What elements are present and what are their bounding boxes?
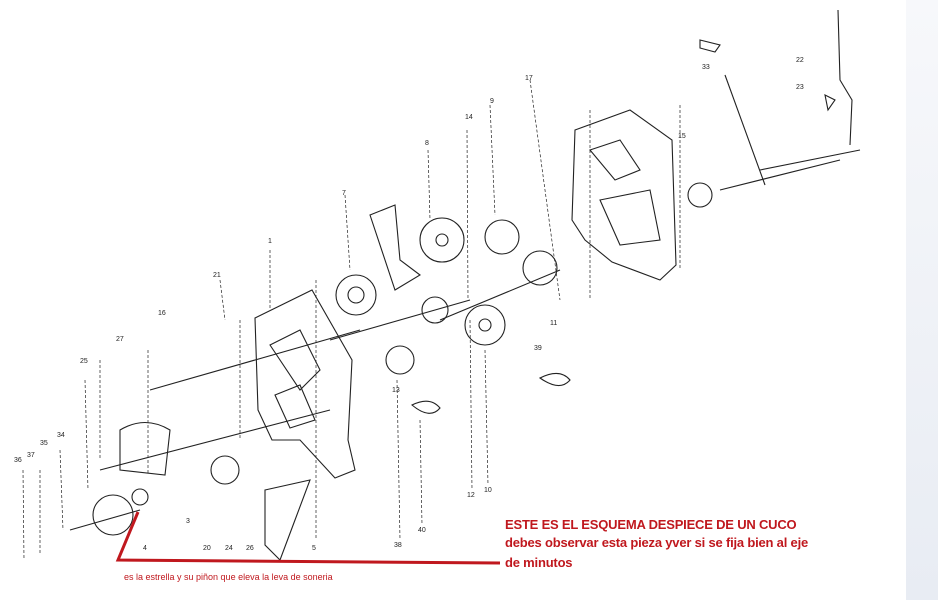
part-number-14: 14 bbox=[465, 114, 473, 121]
part-number-21: 21 bbox=[213, 272, 221, 279]
part-number-11: 11 bbox=[550, 320, 558, 327]
part-number-7: 7 bbox=[342, 190, 346, 197]
part-number-23: 23 bbox=[796, 84, 804, 91]
part-number-4: 4 bbox=[143, 545, 147, 552]
part-number-26: 26 bbox=[246, 545, 254, 552]
cam-4 bbox=[92, 494, 134, 536]
part-number-8: 8 bbox=[425, 140, 429, 147]
part-number-37: 37 bbox=[27, 452, 35, 459]
part-number-1: 1 bbox=[268, 238, 272, 245]
part-number-33: 33 bbox=[702, 64, 710, 71]
part-number-20: 20 bbox=[203, 545, 211, 552]
part-number-9: 9 bbox=[490, 98, 494, 105]
part-number-39: 39 bbox=[534, 345, 542, 352]
gear-12 bbox=[464, 304, 506, 346]
part-number-15: 15 bbox=[678, 133, 686, 140]
pointer-line bbox=[115, 511, 501, 565]
part-number-24: 24 bbox=[225, 545, 233, 552]
part-number-34: 34 bbox=[57, 432, 65, 439]
part-number-40: 40 bbox=[418, 527, 426, 534]
callout-line-1: debes observar esta pieza yver si se fij… bbox=[505, 535, 809, 550]
callout-note: es la estrella y su piñon que eleva la l… bbox=[124, 572, 333, 582]
part-number-13: 13 bbox=[392, 387, 400, 394]
part-number-5: 5 bbox=[312, 545, 316, 552]
part-number-38: 38 bbox=[394, 542, 402, 549]
gear-39 bbox=[385, 345, 415, 375]
gear-13 bbox=[421, 296, 449, 324]
part-number-17: 17 bbox=[525, 75, 533, 82]
gear-24 bbox=[210, 455, 240, 485]
callout-title: ESTE ES EL ESQUEMA DESPIECE DE UN CUCO bbox=[505, 517, 797, 532]
part-number-25: 25 bbox=[80, 358, 88, 365]
part-number-16: 16 bbox=[158, 310, 166, 317]
pendulum-rod bbox=[837, 9, 853, 146]
part-number-35: 35 bbox=[40, 440, 48, 447]
gear-9 bbox=[484, 219, 520, 255]
page-edge bbox=[906, 0, 938, 600]
part-number-3: 3 bbox=[186, 518, 190, 525]
gear-7 bbox=[335, 274, 377, 316]
part-number-22: 22 bbox=[796, 57, 804, 64]
part-number-27: 27 bbox=[116, 336, 124, 343]
front-plate bbox=[254, 289, 356, 479]
part-number-12: 12 bbox=[467, 492, 475, 499]
part-number-10: 10 bbox=[484, 487, 492, 494]
callout-line-2: de minutos bbox=[505, 555, 573, 570]
star-wheel bbox=[131, 488, 149, 506]
back-plate bbox=[571, 109, 677, 281]
part-number-36: 36 bbox=[14, 457, 22, 464]
gear-8 bbox=[419, 217, 465, 263]
gear-11 bbox=[522, 250, 558, 286]
